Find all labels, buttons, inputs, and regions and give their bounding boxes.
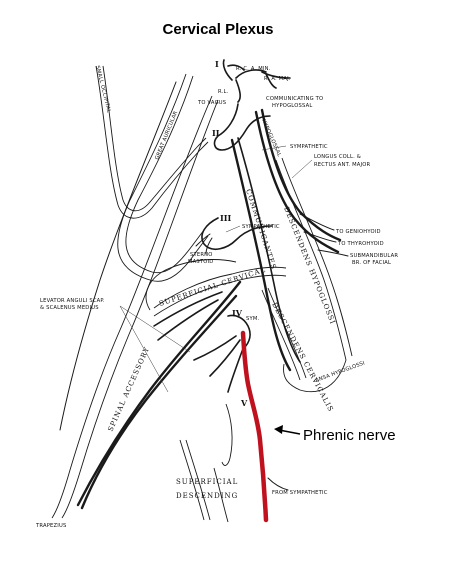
descendens-cervicalis: [261, 289, 301, 381]
descendens-cervicalis-inner: [267, 287, 307, 379]
communicantes-trunk: [230, 138, 292, 372]
label-to-geniohyoid: TO GENIOHYOID: [335, 229, 381, 235]
label-superficial-desc: SUPERFICIAL: [176, 478, 238, 486]
label-superficial-cervical: SUPERFICIAL CERVICAL: [158, 266, 267, 308]
left-strand-2: [61, 99, 219, 519]
c4-root: [227, 314, 251, 349]
numeral-c1: I: [215, 59, 219, 69]
submandibular-branch: [317, 249, 349, 257]
ansa-loop: [283, 359, 347, 393]
label-longus-2: RECTUS ANT. MAJOR: [314, 162, 371, 168]
to-geniohyoid-branch: [299, 213, 335, 231]
small-occipital-nerve-inner: [102, 65, 207, 212]
spinal-accessory-nerve: [76, 280, 242, 507]
label-sterno-2: MASTOID: [188, 259, 214, 265]
label-great-auricular: GREAT AURICULAR: [154, 110, 179, 161]
phrenic-annotation: Phrenic nerve: [274, 425, 396, 444]
labels: R. C. A. MIN. R. A. MAJ. R.L. TO VAGUS C…: [35, 66, 398, 529]
c2-loop: [213, 103, 271, 151]
label-submandibular-2: BR. OF FACIAL: [352, 260, 391, 266]
label-levator: LEVATOR ANGULI SCAP.: [40, 298, 105, 304]
label-sym: SYM.: [246, 316, 260, 322]
label-descendens-hypoglossi: DESCENDENS HYPOGLOSSI: [282, 206, 337, 326]
levator-branch: [153, 291, 223, 341]
label-submandibular: SUBMANDIBULAR: [350, 253, 398, 259]
label-from-sympathetic: FROM SYMPATHETIC: [272, 490, 328, 496]
label-rca-min: R. C. A. MIN.: [236, 66, 271, 72]
lower-strand: [213, 467, 229, 523]
c1-branches: [227, 64, 291, 89]
hypoglossal-nerve-2: [254, 110, 340, 254]
c4-lower-branches: [193, 335, 245, 393]
label-small-occipital: SMALL OCCIPITAL: [94, 65, 112, 113]
label-sterno: STERNO: [190, 252, 213, 258]
label-to-thyrohyoid: TO THYROHYOID: [337, 241, 384, 247]
numeral-c4: IV: [232, 308, 243, 318]
small-occipital-nerve: [95, 65, 209, 219]
label-ansa: ANSA HYPOGLOSSI: [315, 360, 366, 384]
label-communicating-2: HYPOGLOSSAL: [272, 103, 312, 109]
arrow-line: [278, 429, 301, 435]
label-ra-maj: R. A. MAJ.: [264, 76, 291, 82]
descendens-hypoglossi: [275, 159, 347, 361]
hypoglossal-nerve: [260, 108, 342, 242]
label-communicating: COMMUNICATING TO: [266, 96, 323, 102]
c5-root: [221, 403, 233, 466]
label-sympathetic-top: SYMPATHETIC: [290, 144, 328, 150]
superficial-cervical-arc: [145, 259, 237, 311]
arrow-head: [274, 425, 283, 434]
numeral-c2: II: [212, 128, 220, 138]
numeral-c3: III: [220, 213, 231, 223]
phrenic-nerve-highlight: [240, 330, 269, 523]
communicantes-trunk-2: [237, 137, 301, 363]
left-strand-3: [59, 81, 177, 431]
from-sympathetic-twig: [267, 477, 289, 491]
label-trapezius: TRAPEZIUS: [35, 523, 67, 529]
phrenic-nerve-label: Phrenic nerve: [303, 427, 396, 444]
superficial-cervical-nerve-inner: [153, 274, 287, 317]
c3-loop: [201, 217, 273, 251]
page-title: Cervical Plexus: [163, 21, 274, 38]
c1-root: [222, 59, 267, 103]
spinal-accessory-nerve-2: [80, 294, 238, 510]
label-descendens-cervicalis: DESCENDENS CERVICALIS: [270, 301, 335, 413]
label-levator-2: & SCALENUS MEDIUS: [40, 305, 99, 311]
superficial-descending: [179, 439, 211, 521]
left-strand-1: [51, 95, 213, 519]
label-to-vagus: TO VAGUS: [197, 100, 226, 106]
label-longus: LONGUS COLL. &: [314, 154, 361, 160]
great-auricular-nerve: [117, 73, 209, 282]
leader-lines: [119, 145, 313, 393]
label-sympathetic-mid: SYMPATHETIC: [242, 224, 280, 230]
superficial-cervical-nerve: [153, 266, 287, 309]
label-rl: R.L.: [218, 89, 229, 95]
to-thyrohyoid-branch: [303, 231, 337, 243]
nerve-diagram: [51, 59, 353, 523]
label-superficial-desc-2: DESCENDING: [176, 492, 238, 500]
descendens-hypoglossi-inner: [281, 157, 353, 357]
sternomastoid-branch: [195, 233, 213, 255]
numeral-c5: V: [240, 398, 248, 408]
